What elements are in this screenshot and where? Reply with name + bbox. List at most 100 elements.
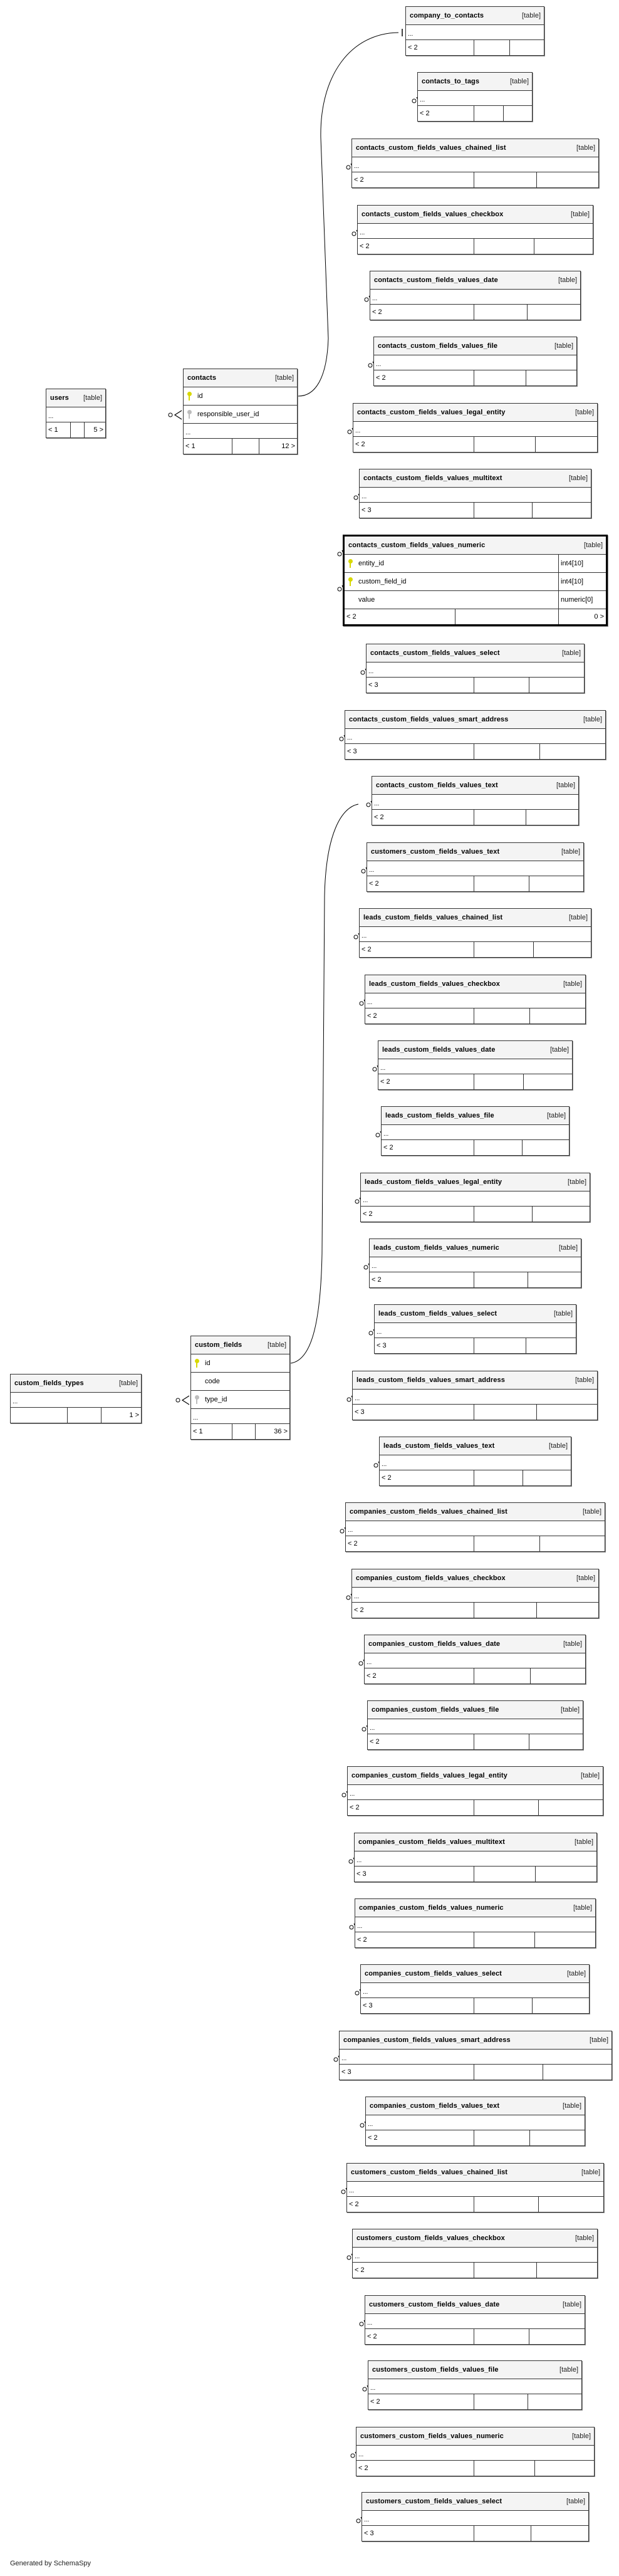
- parents-count[interactable]: < 2: [348, 1540, 358, 1547]
- table-header[interactable]: leads_custom_fields_values_text[table]: [380, 1437, 571, 1455]
- children-count[interactable]: [526, 1338, 576, 1353]
- children-count[interactable]: 36 >: [255, 1424, 289, 1439]
- table-name[interactable]: leads_custom_fields_values_file: [385, 1112, 494, 1119]
- parents-count[interactable]: < 2: [408, 44, 418, 51]
- parents-count[interactable]: < 2: [369, 880, 379, 887]
- table-leads-custom-fields-values-text[interactable]: leads_custom_fields_values_text[table]..…: [379, 1437, 571, 1486]
- more-columns-indicator[interactable]: ...: [378, 1059, 572, 1074]
- column-row[interactable]: id: [184, 387, 297, 406]
- table-customers-custom-fields-values-text[interactable]: customers_custom_fields_values_text[tabl…: [367, 842, 584, 892]
- table-name[interactable]: customers_custom_fields_values_checkbox: [356, 2234, 505, 2242]
- more-columns-indicator[interactable]: ...: [367, 662, 584, 678]
- more-columns-indicator[interactable]: ...: [361, 1983, 589, 1998]
- table-name[interactable]: companies_custom_fields_values_legal_ent…: [351, 1772, 507, 1779]
- table-name[interactable]: companies_custom_fields_values_smart_add…: [343, 2036, 511, 2044]
- table-header[interactable]: contacts_custom_fields_values_checkbox[t…: [358, 206, 593, 224]
- parents-count[interactable]: < 2: [360, 243, 370, 250]
- table-name[interactable]: leads_custom_fields_values_numeric: [373, 1244, 499, 1252]
- table-custom-fields-types[interactable]: custom_fields_types[table]...1 >: [10, 1374, 142, 1423]
- table-header[interactable]: custom_fields[table]: [191, 1336, 289, 1354]
- table-header[interactable]: customers_custom_fields_values_date[tabl…: [365, 2296, 585, 2314]
- parents-count[interactable]: < 2: [357, 1936, 367, 1944]
- children-count[interactable]: [536, 1405, 597, 1420]
- table-name[interactable]: leads_custom_fields_values_text: [383, 1442, 495, 1450]
- table-header[interactable]: contacts_custom_fields_values_multitext[…: [360, 469, 591, 488]
- children-count[interactable]: [532, 1207, 590, 1222]
- column-name[interactable]: code: [205, 1378, 220, 1385]
- table-name[interactable]: contacts_custom_fields_values_file: [378, 342, 498, 350]
- table-leads-custom-fields-values-date[interactable]: leads_custom_fields_values_date[table]..…: [378, 1040, 573, 1090]
- children-count[interactable]: [532, 1998, 589, 2013]
- more-columns-indicator[interactable]: ...: [375, 1323, 576, 1338]
- table-name[interactable]: leads_custom_fields_values_select: [378, 1310, 497, 1317]
- table-companies-custom-fields-values-date[interactable]: companies_custom_fields_values_date[tabl…: [364, 1635, 586, 1684]
- table-companies-custom-fields-values-select[interactable]: companies_custom_fields_values_select[ta…: [360, 1964, 590, 2014]
- table-header[interactable]: contacts_custom_fields_values_legal_enti…: [353, 404, 597, 422]
- table-customers-custom-fields-values-numeric[interactable]: customers_custom_fields_values_numeric[t…: [356, 2427, 595, 2476]
- column-name[interactable]: id: [205, 1359, 211, 1367]
- more-columns-indicator[interactable]: ...: [362, 2511, 588, 2526]
- table-header[interactable]: companies_custom_fields_values_date[tabl…: [365, 1635, 585, 1653]
- table-contacts-custom-fields-values-select[interactable]: contacts_custom_fields_values_select[tab…: [366, 644, 585, 693]
- parents-count[interactable]: < 2: [367, 2333, 377, 2340]
- more-columns-indicator[interactable]: ...: [374, 355, 576, 370]
- more-columns-indicator[interactable]: ...: [353, 422, 597, 437]
- table-header[interactable]: users[table]: [46, 389, 105, 407]
- table-contacts-custom-fields-values-file[interactable]: contacts_custom_fields_values_file[table…: [373, 337, 577, 386]
- more-columns-indicator[interactable]: ...: [368, 1719, 583, 1734]
- children-count[interactable]: [531, 2526, 588, 2541]
- table-name[interactable]: contacts_custom_fields_values_checkbox: [362, 211, 504, 218]
- children-count[interactable]: [543, 2065, 611, 2080]
- table-header[interactable]: customers_custom_fields_values_file[tabl…: [368, 2361, 581, 2379]
- table-name[interactable]: custom_fields: [195, 1341, 242, 1349]
- table-header[interactable]: companies_custom_fields_values_legal_ent…: [348, 1767, 603, 1785]
- parents-count[interactable]: < 1: [185, 442, 195, 450]
- table-name[interactable]: users: [50, 394, 69, 402]
- children-count[interactable]: [536, 172, 598, 187]
- more-columns-indicator[interactable]: ...: [367, 861, 583, 876]
- children-count[interactable]: [529, 678, 584, 693]
- table-name[interactable]: companies_custom_fields_values_numeric: [359, 1904, 504, 1912]
- column-name[interactable]: id: [197, 392, 203, 400]
- table-header[interactable]: leads_custom_fields_values_file[table]: [382, 1107, 569, 1125]
- children-count[interactable]: [503, 106, 532, 121]
- table-header[interactable]: contacts_custom_fields_values_smart_addr…: [345, 711, 605, 729]
- parents-count[interactable]: < 2: [376, 374, 386, 382]
- children-count[interactable]: [523, 1074, 572, 1089]
- children-count[interactable]: [536, 2263, 597, 2278]
- more-columns-indicator[interactable]: ...: [368, 2379, 581, 2394]
- table-name[interactable]: customers_custom_fields_values_date: [369, 2301, 500, 2308]
- children-count[interactable]: 1 >: [101, 1408, 141, 1423]
- table-customers-custom-fields-values-file[interactable]: customers_custom_fields_values_file[tabl…: [368, 2360, 582, 2410]
- table-customers-custom-fields-values-checkbox[interactable]: customers_custom_fields_values_checkbox[…: [352, 2229, 598, 2278]
- table-name[interactable]: companies_custom_fields_values_file: [372, 1706, 499, 1714]
- table-header[interactable]: custom_fields_types[table]: [11, 1374, 141, 1393]
- children-count[interactable]: [539, 1536, 605, 1551]
- more-columns-indicator[interactable]: ...: [352, 157, 598, 172]
- parents-count[interactable]: < 2: [370, 1738, 380, 1746]
- table-contacts-custom-fields-values-date[interactable]: contacts_custom_fields_values_date[table…: [370, 271, 581, 320]
- table-contacts-custom-fields-values-chained-list[interactable]: contacts_custom_fields_values_chained_li…: [351, 139, 599, 188]
- table-contacts-to-tags[interactable]: contacts_to_tags[table]...< 2: [417, 72, 533, 122]
- children-count[interactable]: [538, 2197, 603, 2212]
- more-columns-indicator[interactable]: ...: [340, 2050, 611, 2065]
- children-count[interactable]: [526, 370, 576, 385]
- table-leads-custom-fields-values-legal-entity[interactable]: leads_custom_fields_values_legal_entity[…: [360, 1173, 590, 1222]
- parents-count[interactable]: [11, 1408, 67, 1423]
- parents-count[interactable]: < 3: [368, 681, 378, 689]
- more-columns-indicator[interactable]: ...: [345, 729, 605, 744]
- table-name[interactable]: customers_custom_fields_values_text: [371, 848, 500, 856]
- parents-count[interactable]: < 2: [374, 814, 384, 821]
- table-contacts-custom-fields-values-text[interactable]: contacts_custom_fields_values_text[table…: [372, 776, 579, 825]
- table-header[interactable]: customers_custom_fields_values_select[ta…: [362, 2493, 588, 2511]
- table-header[interactable]: companies_custom_fields_values_multitext…: [355, 1833, 596, 1851]
- table-name[interactable]: contacts_to_tags: [422, 78, 480, 85]
- table-header[interactable]: customers_custom_fields_values_chained_l…: [347, 2164, 603, 2182]
- children-count[interactable]: [533, 942, 591, 957]
- table-name[interactable]: contacts_custom_fields_values_multitext: [363, 474, 502, 482]
- more-columns-indicator[interactable]: ...: [346, 1521, 605, 1536]
- table-contacts-custom-fields-values-legal-entity[interactable]: contacts_custom_fields_values_legal_enti…: [353, 403, 598, 453]
